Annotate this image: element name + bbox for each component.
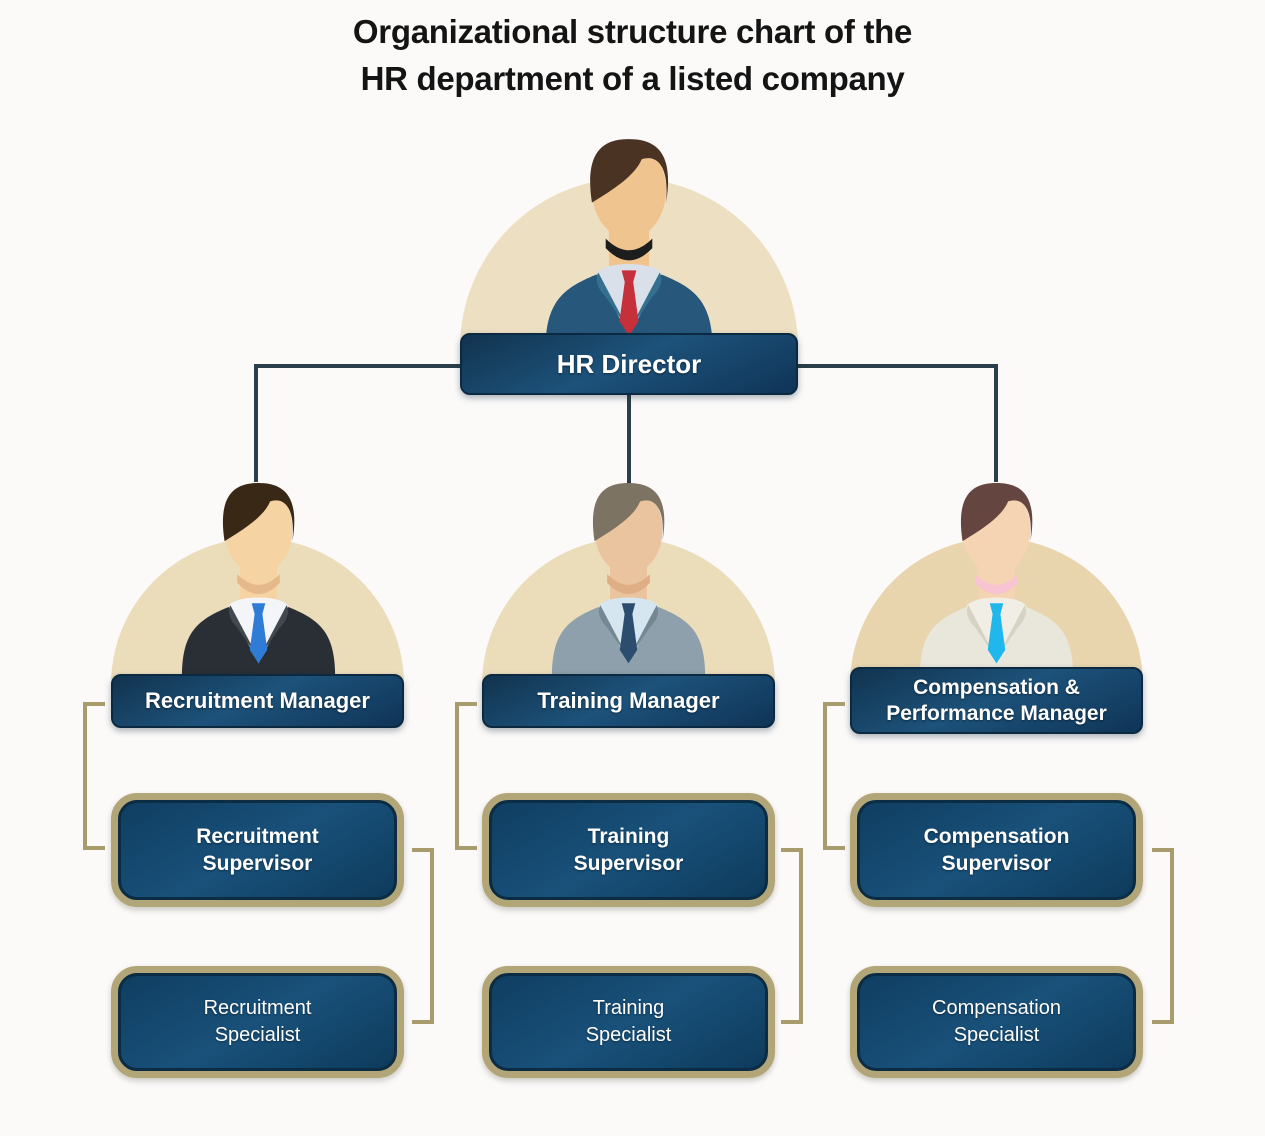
specialist-box-text: Recruitment Specialist (203, 997, 312, 1046)
page-title: Organizational structure chart of the HR… (352, 13, 913, 97)
manager-label: Training Manager (482, 674, 775, 728)
specialist-box-text: Compensation Specialist (932, 997, 1061, 1046)
collar-accent (975, 574, 1018, 595)
collar-accent (605, 238, 653, 261)
supervisor-box-text: Recruitment Supervisor (196, 824, 319, 875)
manager-avatar-icon (181, 483, 336, 677)
specialist-box-text: Training Specialist (585, 997, 672, 1046)
manager-label-text: Training Manager (537, 687, 720, 713)
connector-right-vertical (994, 364, 998, 482)
collar-accent (607, 574, 650, 595)
connector-center-vertical (627, 393, 631, 485)
hair (222, 483, 295, 542)
bracket-supervisor-to-specialist (1152, 848, 1174, 1024)
supervisor-box: Compensation Supervisor (850, 793, 1143, 907)
tie (619, 270, 639, 337)
hair (592, 483, 665, 542)
bracket-supervisor-to-specialist (412, 848, 434, 1024)
manager-label-text: Compensation & Performance Manager (886, 675, 1107, 725)
connector-left-vertical (254, 364, 258, 482)
connector-right-horizontal (794, 364, 998, 368)
manager-avatar-icon (919, 483, 1074, 677)
manager-label: Compensation & Performance Manager (850, 667, 1143, 734)
collar-accent (237, 574, 280, 595)
tie (987, 603, 1006, 664)
manager-avatar-icon (551, 483, 706, 677)
hair (590, 139, 669, 203)
supervisor-box: Training Supervisor (482, 793, 775, 907)
supervisor-box-text: Training Supervisor (573, 824, 684, 875)
specialist-box: Training Specialist (482, 966, 775, 1078)
specialist-box: Recruitment Specialist (111, 966, 404, 1078)
bracket-manager-to-supervisor (455, 702, 477, 850)
director-label: HR Director (460, 333, 798, 395)
bracket-manager-to-supervisor (823, 702, 845, 850)
director-avatar-icon (545, 139, 713, 351)
specialist-box: Compensation Specialist (850, 966, 1143, 1078)
supervisor-box-text: Compensation Supervisor (923, 824, 1070, 875)
connector-left-horizontal (254, 364, 464, 368)
tie (619, 603, 638, 664)
director-label-text: HR Director (556, 348, 702, 379)
supervisor-box: Recruitment Supervisor (111, 793, 404, 907)
tie (249, 603, 268, 664)
manager-label: Recruitment Manager (111, 674, 404, 728)
bracket-supervisor-to-specialist (781, 848, 803, 1024)
manager-label-text: Recruitment Manager (145, 687, 370, 713)
hair (960, 483, 1033, 542)
bracket-manager-to-supervisor (83, 702, 105, 850)
